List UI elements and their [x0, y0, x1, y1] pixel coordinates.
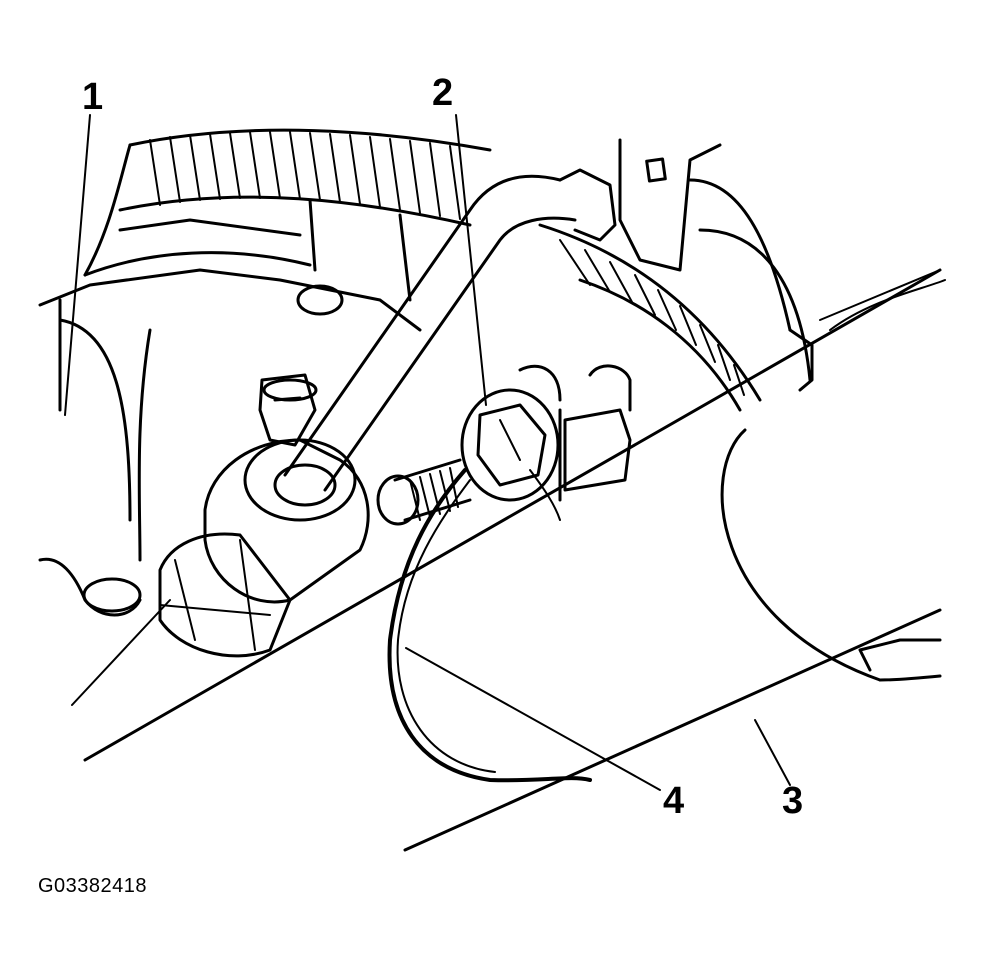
exhaust-pipe: [85, 270, 945, 850]
callout-4: 4: [663, 780, 685, 822]
callout-2: 2: [432, 72, 454, 114]
corrugated-hose: [120, 130, 490, 225]
housing-body: [40, 145, 420, 615]
leader-line-3: [755, 720, 790, 785]
small-bolt: [260, 375, 316, 445]
wire-loop: [390, 470, 590, 780]
flange-bolt: [462, 390, 558, 500]
leader-line-4: [406, 648, 660, 790]
leader-line-1: [65, 115, 90, 415]
right-fitting: [520, 366, 630, 500]
callout-3: 3: [782, 780, 804, 822]
leader-line-2: [456, 115, 486, 405]
line-fitting: [160, 440, 368, 656]
upper-bracket: [620, 140, 812, 390]
figure-id: G03382418: [38, 875, 148, 897]
metal-tube: [285, 170, 615, 490]
corrugated-hose-right: [540, 225, 760, 410]
leader-line-left: [72, 600, 170, 705]
threaded-stud: [378, 460, 470, 524]
callout-1: 1: [82, 76, 104, 118]
